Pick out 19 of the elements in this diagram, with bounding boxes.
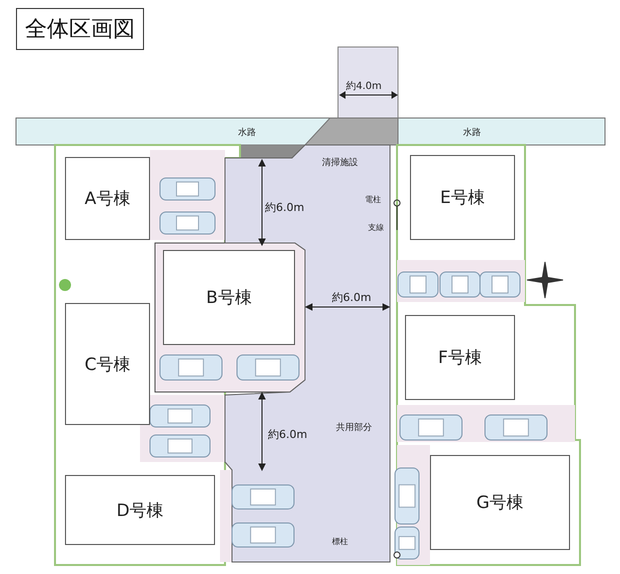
- plan-label: 標柱: [332, 536, 348, 547]
- plan-label: 共用部分: [336, 422, 372, 434]
- building-block: A号棟: [65, 157, 150, 240]
- plan-label: 清掃施設: [322, 156, 358, 169]
- plan-label: 約6.0m: [332, 290, 372, 305]
- building-block: E号棟: [410, 155, 515, 240]
- plan-label: 水路: [238, 126, 256, 139]
- plan-label: 約6.0m: [265, 200, 304, 215]
- plan-label: 電柱: [365, 194, 381, 205]
- diagram-title: 全体区画図: [16, 8, 144, 50]
- building-block: C号棟: [65, 303, 150, 425]
- plan-label: 支線: [368, 222, 384, 233]
- plan-label: 約4.0m: [346, 79, 382, 93]
- building-block: F号棟: [405, 315, 515, 400]
- building-block: G号棟: [430, 455, 570, 550]
- plan-label: 水路: [463, 126, 481, 139]
- plan-label: 約6.0m: [268, 427, 308, 442]
- building-block: D号棟: [65, 475, 215, 545]
- building-block: B号棟: [163, 250, 295, 345]
